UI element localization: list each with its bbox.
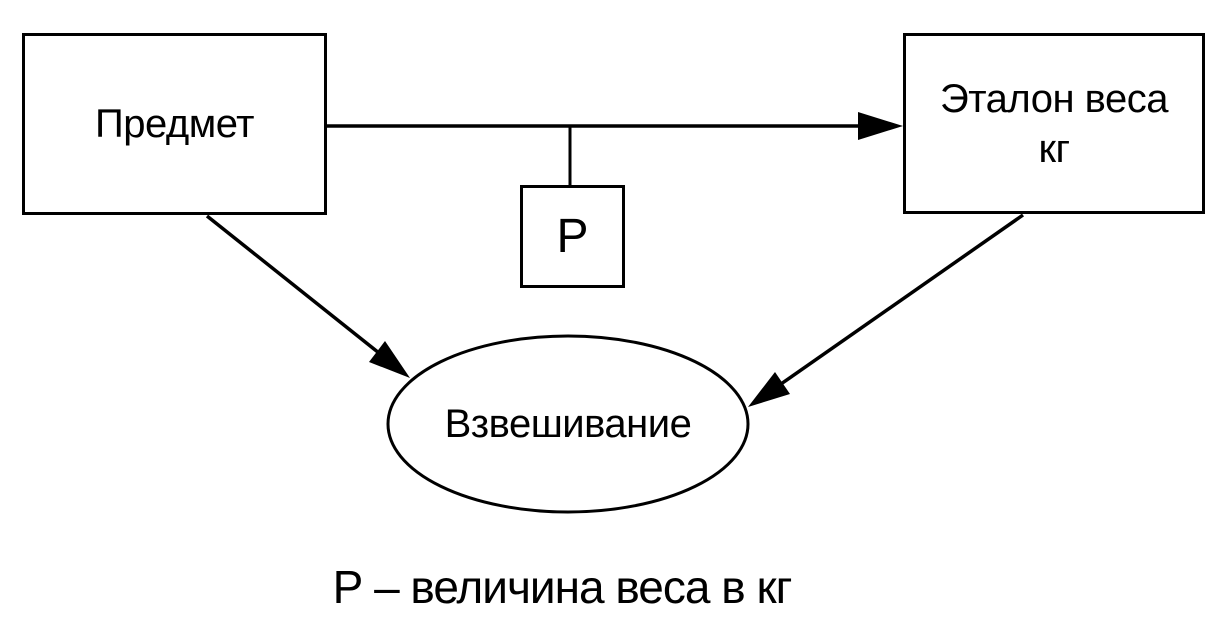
node-p-label: Р	[556, 210, 589, 263]
weighing-ellipse-shape	[386, 334, 750, 514]
node-weighing-ellipse: Взвешивание	[388, 336, 748, 513]
node-p-square: Р	[520, 185, 625, 288]
node-standard-label: Эталон веса кг	[940, 76, 1168, 171]
arrow-object-to-weighing-head	[369, 341, 410, 378]
node-weighing-label: Взвешивание	[444, 402, 692, 446]
node-object-box: Предмет	[22, 33, 327, 215]
diagram-caption: Р – величина веса в кг	[332, 561, 793, 613]
arrow-object-to-standard-head	[858, 112, 903, 140]
arrow-standard-to-weighing-line	[779, 213, 1025, 386]
node-object-label: Предмет	[95, 101, 254, 146]
arrow-object-to-weighing-line	[205, 214, 381, 355]
arrow-standard-to-weighing-head	[748, 372, 790, 407]
node-standard-box: Эталон веса кг	[903, 33, 1205, 214]
